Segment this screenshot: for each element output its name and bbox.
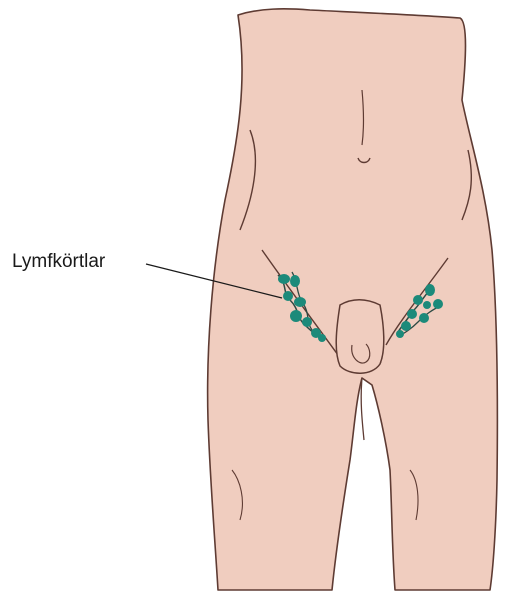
lymph-node — [419, 313, 429, 323]
lymph-node — [290, 275, 300, 287]
lymph-nodes-label: Lymfkörtlar — [12, 251, 105, 273]
lymph-node — [283, 291, 293, 301]
lymph-node — [423, 301, 431, 309]
lymph-node — [318, 334, 326, 342]
lymph-node — [396, 330, 404, 338]
body-silhouette — [208, 9, 498, 590]
lymph-node — [302, 317, 312, 327]
inner-leg-line — [361, 378, 364, 440]
lymph-node — [401, 321, 411, 331]
lymph-node — [413, 295, 423, 305]
lymph-node — [294, 297, 306, 307]
lymph-node — [278, 274, 290, 284]
lymph-node — [425, 284, 435, 296]
lymph-node — [290, 310, 302, 322]
lymph-node — [407, 309, 417, 319]
lymph-node — [433, 299, 443, 309]
